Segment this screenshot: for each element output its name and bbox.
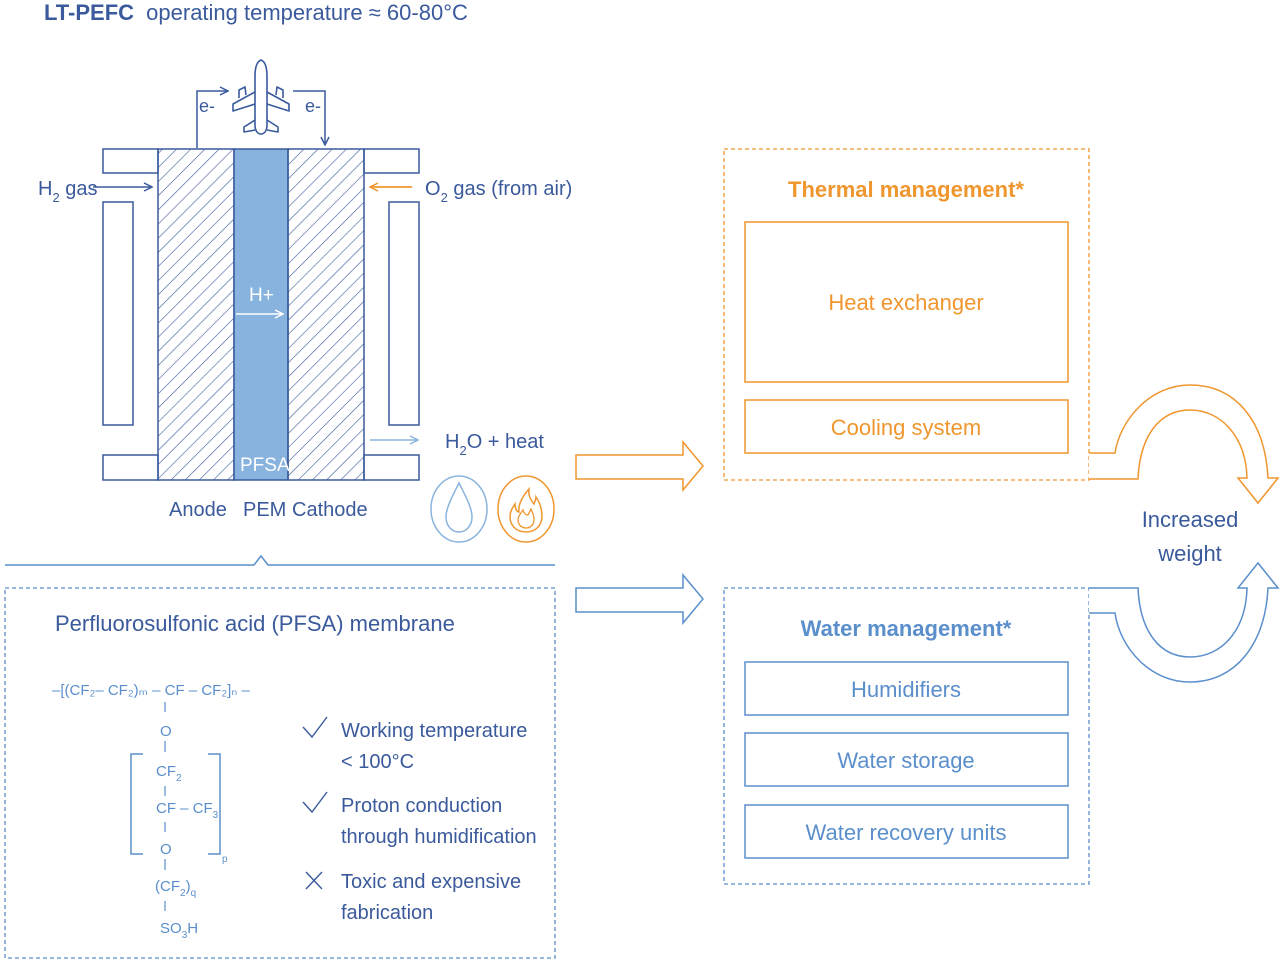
formula-p: p: [222, 854, 228, 865]
formula-cf-cf3: CF – CF: [156, 800, 213, 817]
formula-cf2: CF: [156, 763, 176, 780]
formula-backbone: –[(CF₂– CF₂)ₘ – CF – CF₂]ₙ –: [52, 682, 250, 699]
pfsa-formula: –[(CF₂– CF₂)ₘ – CF – CF₂]ₙ – O CF2 CF – …: [52, 682, 250, 941]
electron-left-label: e-: [199, 96, 215, 116]
property-line2: fabrication: [341, 902, 433, 924]
airplane-icon: [232, 59, 290, 135]
h2-suffix: gas: [60, 178, 98, 200]
bracket-right: [208, 753, 221, 855]
svg-text:SO3H: SO3H: [160, 920, 198, 941]
page-title: LT-PEFC operating temperature ≈ 60-80°C: [44, 0, 468, 25]
thermal-title: Thermal management*: [788, 177, 1024, 202]
formula-cf2q: (CF: [155, 878, 180, 895]
svg-text:CF – CF3: CF – CF3: [156, 800, 219, 821]
output-subscript: 2: [459, 443, 466, 458]
membrane-label: PFSA: [240, 455, 290, 476]
thermal-item-heat-exchanger: [744, 221, 1069, 383]
cross-icon: [305, 871, 323, 890]
o2-subscript: 2: [441, 190, 448, 205]
flame-icon: [497, 475, 555, 543]
water-item-water-recovery-units: [744, 804, 1069, 859]
property-item: Toxic and expensive fabrication: [305, 871, 521, 924]
external-circuit: e- e-: [196, 91, 325, 148]
o2-suffix: gas (from air): [448, 178, 572, 200]
thermal-item-label: Heat exchanger: [828, 290, 983, 315]
property-item: Proton conduction through humidification: [302, 791, 537, 848]
output-h: H: [445, 431, 459, 453]
water-flow-arrow: [575, 572, 704, 626]
svg-text:CF2: CF2: [156, 763, 182, 784]
callout-divider: [5, 554, 555, 566]
cathode-top-plate: [363, 148, 420, 174]
layer-label-anode: Anode: [169, 499, 227, 521]
layer-label-cathode: Cathode: [292, 499, 368, 521]
pfsa-properties: Working temperature < 100°C Proton condu…: [302, 716, 537, 924]
property-line2: through humidification: [341, 826, 537, 848]
output-label: H2O + heat: [445, 431, 544, 458]
property-line1: Proton conduction: [341, 795, 502, 817]
result-line1: Increased: [1142, 507, 1239, 532]
thermal-flow-arrow: [575, 439, 704, 493]
cathode-side-plate: [388, 201, 420, 426]
svg-text:(CF2)q: (CF2)q: [155, 878, 196, 899]
bracket-left: [130, 753, 143, 855]
water-box: [723, 587, 1090, 885]
water-item-label: Water storage: [837, 748, 974, 773]
proton-label: H+: [249, 285, 274, 306]
water-item-humidifiers: [744, 661, 1069, 716]
svg-text:O2 gas (from air): O2 gas (from air): [425, 178, 572, 205]
h2-label: H: [38, 178, 52, 200]
property-item: Working temperature < 100°C: [302, 716, 527, 773]
result-line2: weight: [1157, 541, 1222, 566]
svg-text:H2 gas: H2 gas: [38, 178, 98, 205]
water-item-label: Humidifiers: [851, 677, 961, 702]
formula-oxygen-2: O: [160, 841, 172, 858]
h2-input: H2 gas: [38, 178, 152, 205]
thermal-item-label: Cooling system: [831, 415, 981, 440]
anode-bottom-plate: [102, 454, 159, 481]
water-title: Water management*: [801, 616, 1012, 641]
water-item-water-storage: [744, 732, 1069, 787]
o2-input: O2 gas (from air): [370, 178, 572, 205]
formula-oxygen-1: O: [160, 723, 172, 740]
title-bold: LT-PEFC: [44, 0, 134, 25]
layer-label-pem: PEM: [243, 499, 286, 521]
anode-top-plate: [102, 148, 159, 174]
electron-right-label: e-: [305, 96, 321, 116]
thermal-item-cooling-system: [744, 399, 1069, 454]
water-item-label: Water recovery units: [806, 820, 1007, 845]
anode-side-plate: [102, 201, 134, 426]
cathode-bottom-plate: [363, 454, 420, 481]
pfsa-heading: Perfluorosulfonic acid (PFSA) membrane: [55, 611, 455, 636]
title-rest: operating temperature ≈ 60-80°C: [146, 0, 468, 25]
check-icon: [302, 791, 328, 814]
cathode-layer: [287, 148, 365, 481]
pfsa-box: [4, 587, 556, 959]
thermal-management: Thermal management* Heat exchanger Cooli…: [723, 148, 1090, 481]
formula-so3h: SO: [160, 920, 182, 937]
output-suffix: O + heat: [467, 431, 545, 453]
property-line2: < 100°C: [341, 751, 414, 773]
fuel-cell: H+ PFSA: [102, 148, 420, 481]
o2-label: O: [425, 178, 441, 200]
thermal-weight-arrow: [1089, 384, 1280, 505]
water-weight-arrow: [1089, 561, 1280, 683]
water-drop-icon: [430, 475, 488, 543]
check-icon: [302, 716, 328, 739]
property-line1: Toxic and expensive: [341, 871, 521, 893]
water-management: Water management* Humidifiers Water stor…: [723, 587, 1090, 885]
h2-subscript: 2: [52, 190, 59, 205]
thermal-box: [723, 148, 1090, 481]
property-line1: Working temperature: [341, 720, 527, 742]
anode-layer: [157, 148, 235, 481]
